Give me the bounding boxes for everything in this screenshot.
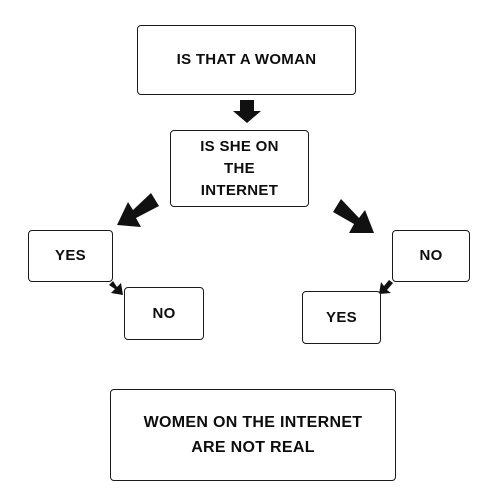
yes-right-text: YES (326, 308, 357, 326)
conclusion-box: WOMEN ON THE INTERNET ARE NOT REAL (110, 389, 396, 481)
arrow-down-left-icon (117, 193, 159, 227)
question-is-she-on-internet-box: IS SHE ON THE INTERNET (170, 130, 309, 207)
no-left-box: NO (124, 287, 204, 340)
question-is-that-a-woman-box: IS THAT A WOMAN (137, 25, 356, 95)
yes-left-text: YES (55, 247, 86, 264)
arrow-small-left-icon (379, 280, 393, 294)
question-is-she-on-internet-text: IS SHE ON THE INTERNET (200, 137, 279, 199)
arrow-down-right-icon (333, 199, 374, 233)
arrow-small-right-icon (109, 281, 123, 295)
arrow-down-icon (233, 100, 261, 123)
question-is-that-a-woman-text: IS THAT A WOMAN (176, 51, 317, 68)
no-right-text: NO (419, 247, 443, 264)
yes-right-box: YES (302, 291, 381, 344)
yes-left-box: YES (28, 230, 113, 282)
conclusion-text: WOMEN ON THE INTERNET ARE NOT REAL (143, 414, 363, 456)
no-right-box: NO (392, 230, 470, 282)
no-left-text: NO (152, 304, 176, 322)
